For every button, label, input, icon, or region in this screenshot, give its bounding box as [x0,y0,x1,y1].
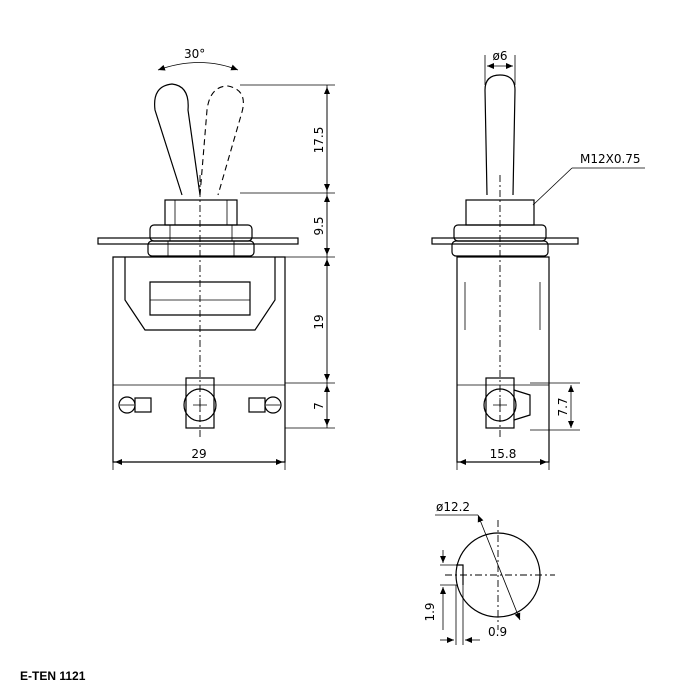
bushing-section-view: 1.9 0.9 ø12.2 [423,500,555,645]
lever-diameter-label: ø6 [493,49,508,63]
lever-alt-position [199,85,244,196]
terminal-height-label: 7 [312,402,326,410]
key-width-label: 0.9 [488,625,507,639]
switch-body [112,256,286,463]
body-width-label: 29 [191,447,206,461]
angle-label: 30° [184,47,205,61]
body-depth-label: 15.8 [490,447,517,461]
terminal-right [248,396,282,414]
lever-outline [154,83,201,196]
body-height-label: 19 [312,314,326,329]
key-height-label: 1.9 [423,602,437,621]
thread-label: M12X0.75 [580,152,641,166]
model-title: E-TEN 1121 [20,669,86,683]
lever-height-label: 17.5 [312,127,326,154]
side-lever [484,74,516,196]
terminal-center [183,377,217,429]
diameter-label: ø12.2 [436,500,470,514]
front-view: 30° [97,47,335,470]
side-view: ø6 M12X0.75 7.7 15.8 [431,49,645,470]
bushing-top [164,199,238,226]
side-body [456,256,550,463]
side-terminal-height-label: 7.7 [556,397,570,416]
bushing-height-label: 9.5 [312,216,326,235]
terminal-left [118,396,152,414]
